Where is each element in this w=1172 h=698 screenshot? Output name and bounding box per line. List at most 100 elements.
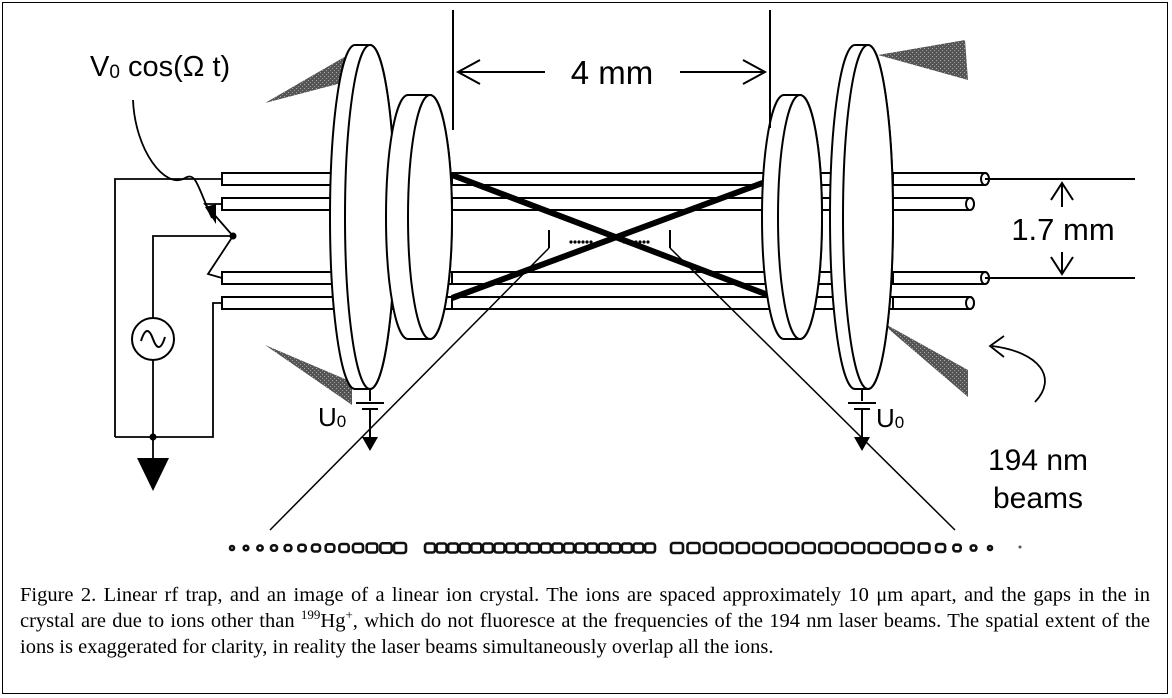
trap-ion [585,240,589,244]
laser-cone-bottom-left [265,345,352,405]
crystal-ion [632,542,645,554]
crystal-ion [562,542,576,554]
rf-source-symbol [131,317,175,361]
crystal-ion [481,542,495,554]
trap-ion [569,240,573,244]
trap-ion [630,240,634,244]
crystal-ion [917,542,931,554]
crystal-ion [283,543,293,553]
beams-label-line2: beams [993,482,1083,515]
trap-ion [577,240,581,244]
crystal-ion [228,544,236,552]
length-dimension [452,10,771,130]
crystal-ion [338,542,350,554]
crystal-ion [379,541,393,555]
laser-cone-top-left [265,52,353,103]
crystal-ion [365,542,379,554]
crystal-ion [585,542,599,554]
ground-junction-dot [149,433,157,441]
crystal-ion [527,542,541,554]
crystal-ion [801,541,817,555]
crystal-ion [493,542,506,554]
crystal-ion [785,541,800,555]
rf-drive-arrowhead [205,204,216,224]
crystal-ion [242,544,250,552]
crystal-ion [969,544,978,552]
crystal-ion [1018,545,1022,549]
trap-ion-dots [569,240,650,244]
beams-pointer-arrow [991,345,1046,403]
crystal-ion [900,541,915,555]
beams-label-line1: 194 nm [988,444,1088,477]
trap-ion [646,240,650,244]
crystal-ion [752,541,767,555]
crystal-ion [392,541,408,555]
crystal-ion [297,543,307,553]
endcap-supply-left [356,389,384,438]
trap-ion [638,240,642,244]
beams-arrowhead [988,335,1005,358]
ground-symbol-right [854,437,870,451]
crystal-ion [446,542,460,554]
spacing-dimension-label: 1.7 mm [1011,212,1114,247]
trap-ion [589,240,593,244]
crystal-ion [768,541,784,555]
crystal-ion [470,542,483,554]
rf-drive-label: V0 cos(Ω t) [90,51,230,83]
crystal-ion [551,542,564,554]
crystal-ion [504,542,518,554]
rf-circuit-wiring [114,178,235,458]
crystal-ion [934,542,947,554]
crystal-ion [643,542,657,554]
trap-ion [634,240,638,244]
crystal-ion [883,541,899,555]
crystal-ion [986,544,994,552]
crystal-ion [423,542,437,554]
endcap-voltage-left: U0 [318,402,346,432]
crystal-ion [310,543,322,553]
crystal-ion [620,542,634,554]
crystal-ion [269,543,279,553]
crystal-ion [597,542,610,554]
crystal-ion [834,541,850,555]
linear-trap-diagram: 4 mm 1.7 mm V0 cos(Ω t) U0 [90,10,1135,555]
endcap-right [761,44,894,390]
rod-ends-right [892,172,990,310]
crystal-ion [608,542,622,554]
crystal-ion [669,541,685,555]
laser-cone-top-right [878,40,968,80]
crystal-ion [351,542,365,554]
endcap-voltage-right: U0 [876,403,904,433]
endcap-left [329,44,453,390]
crystal-ion [735,541,751,555]
crystal-ion [539,542,553,554]
crystal-ion [702,541,718,555]
crystal-ion [867,541,882,555]
laser-cone-bottom-right [878,320,968,397]
trap-ion [622,240,626,244]
crystal-ion [817,541,833,555]
endcap-supply-right [848,389,876,438]
trap-ion [642,240,646,244]
crystal-ion [686,541,701,555]
crystal-ion [952,543,963,553]
crossing-laser-beams [450,172,778,301]
trap-ion [581,240,585,244]
ground-symbol-main [137,458,169,491]
crystal-ion [574,542,587,554]
crystal-ion [719,541,734,555]
figure-caption: Figure 2. Linear rf trap, and an image o… [20,584,1150,658]
crystal-ion [435,542,448,554]
rf-junction-dot [229,232,237,240]
ion-crystal-image [228,541,1022,555]
length-dimension-label: 4 mm [571,54,654,91]
zoom-lines [269,247,956,531]
crystal-ion [516,542,529,554]
laser-beam-cones [265,40,968,405]
crystal-ion [324,542,336,554]
spacing-dimension [985,178,1135,279]
trap-ion [626,240,630,244]
crystal-ion [850,541,866,555]
ground-symbol-left [362,437,378,451]
